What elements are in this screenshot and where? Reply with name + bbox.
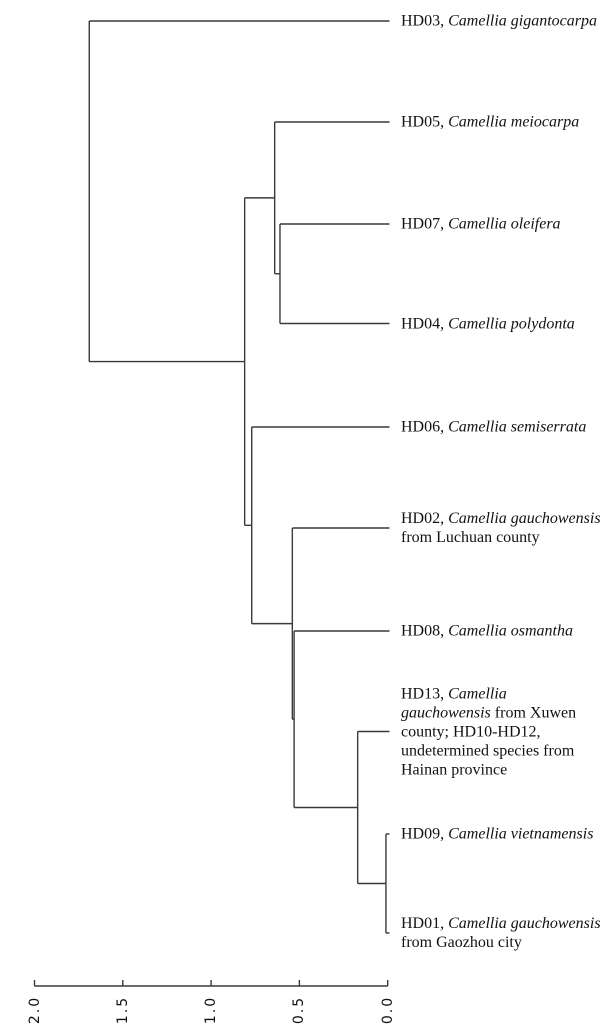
leaf-label-line: HD04, Camellia polydonta xyxy=(401,315,575,332)
leaf-label-line: HD13, Camellia xyxy=(401,685,507,702)
leaf-label-line: Hainan province xyxy=(401,761,508,778)
leaf-label-hd02: HD02, Camellia gauchowensis from Luchuan … xyxy=(401,509,601,547)
leaf-label-line: from Gaozhou city xyxy=(401,934,522,951)
leaf-label-line: HD01, Camellia gauchowensis xyxy=(401,915,601,932)
leaf-label-line: HD07, Camellia oleifera xyxy=(401,215,561,233)
leaf-label-line: HD02, Camellia gauchowensis xyxy=(401,510,601,527)
leaf-label-line: from Luchuan county xyxy=(401,529,540,546)
leaf-label-hd06: HD06, Camellia semiserrata xyxy=(401,418,586,437)
leaf-label-line: gauchowensis from Xuwen xyxy=(401,704,577,721)
leaf-label-line: HD06, Camellia semiserrata xyxy=(401,418,587,436)
axis-tick-label-0.0: 0.0 xyxy=(379,995,396,1025)
axis-tick-label-2.0: 2.0 xyxy=(26,995,43,1025)
leaf-label-hd05: HD05, Camellia meiocarpa xyxy=(401,113,579,132)
axis-tick-label-1.5: 1.5 xyxy=(114,995,131,1025)
leaf-label-hd09: HD09, Camellia vietnamensis xyxy=(401,825,593,844)
axis-tick-label-1.0: 1.0 xyxy=(203,995,220,1025)
leaf-label-line: HD03, Camellia gigantocarpa xyxy=(401,12,597,30)
leaf-label-hd07: HD07, Camellia oleifera xyxy=(401,215,561,234)
leaf-label-hd13: HD13, Camellia gauchowensis from Xuwen cou… xyxy=(401,684,576,779)
leaf-label-line: HD08, Camellia osmantha xyxy=(401,622,573,640)
leaf-label-line: HD09, Camellia vietnamensis xyxy=(401,825,594,843)
axis-tick-label-0.5: 0.5 xyxy=(291,995,308,1025)
leaf-label-line: HD05, Camellia meiocarpa xyxy=(401,113,580,131)
leaf-label-hd01: HD01, Camellia gauchowensis from Gaozhou … xyxy=(401,914,601,952)
leaf-label-hd04: HD04, Camellia polydonta xyxy=(401,314,575,333)
leaf-label-hd03: HD03, Camellia gigantocarpa xyxy=(401,12,597,31)
leaf-label-line: undetermined species from xyxy=(401,742,575,759)
leaf-label-line: county; HD10-HD12, xyxy=(401,723,541,740)
leaf-label-hd08: HD08, Camellia osmantha xyxy=(401,622,573,641)
